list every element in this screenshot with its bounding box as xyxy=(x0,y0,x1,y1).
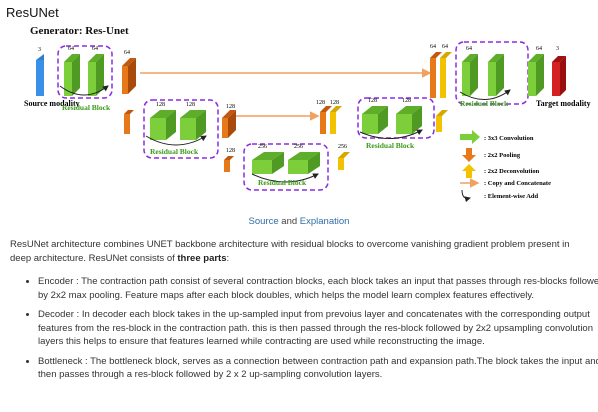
decoder-level-2 xyxy=(320,106,448,140)
channel-label: 256 xyxy=(338,144,347,150)
channel-label: 128 xyxy=(226,104,235,110)
channel-label: 3 xyxy=(556,46,559,52)
residual-block-label: Residual Block xyxy=(460,99,509,108)
explanation-link[interactable]: Explanation xyxy=(299,216,350,227)
channel-label: 128 xyxy=(402,98,411,104)
bottleneck xyxy=(224,152,350,183)
residual-block-label: Residual Block xyxy=(258,178,307,187)
list-item-encoder: Encoder : The contraction path consist o… xyxy=(38,275,598,302)
target-modality-label: Target modality xyxy=(536,99,591,108)
deconv-arrow-icon xyxy=(462,164,476,178)
residual-block-label: Residual Block xyxy=(62,103,111,112)
residual-block-box xyxy=(143,99,219,159)
channel-label: 128 xyxy=(226,148,235,154)
source-modality-label: Source modality xyxy=(24,99,80,108)
residual-block-box xyxy=(243,143,329,191)
channel-label: 128 xyxy=(186,102,195,108)
encoder-level-2 xyxy=(124,110,236,146)
residual-block-label: Residual Block xyxy=(366,141,415,150)
list-item-bottleneck: Bottleneck : The bottleneck block, serve… xyxy=(38,355,598,382)
add-arrow-icon xyxy=(461,189,471,203)
residual-block-label: Residual Block xyxy=(150,147,199,156)
decoder-level-1 xyxy=(430,52,566,100)
page-title: ResUNet xyxy=(6,5,59,20)
source-and-text: and xyxy=(281,216,298,227)
channel-label: 64 xyxy=(124,50,130,56)
channel-label: 64 xyxy=(536,46,542,52)
intro-bold: three parts xyxy=(177,253,227,264)
channel-label: 64 xyxy=(68,46,74,52)
channel-label: 64 xyxy=(442,44,448,50)
resunet-diagram: Generator: Res-Unet 3 Source modality 64… xyxy=(0,18,598,214)
intro-text: ResUNet architecture combines UNET backb… xyxy=(10,239,570,264)
conv-arrow-icon xyxy=(460,130,480,144)
legend-label: : Element-wise Add xyxy=(484,193,539,200)
pooling-arrow-icon xyxy=(462,148,476,162)
legend-label: : 3x3 Convolution xyxy=(484,135,534,142)
channel-label: 128 xyxy=(330,100,339,106)
channel-label: 64 xyxy=(430,44,436,50)
intro-colon: : xyxy=(226,253,230,264)
channel-label: 128 xyxy=(368,98,377,104)
encoder-level-1 xyxy=(59,54,136,96)
residual-block-box xyxy=(57,45,113,99)
legend-label: : 2x2 Pooling xyxy=(484,152,521,159)
list-item-decoder: Decoder : In decoder each block takes in… xyxy=(38,308,598,349)
legend-label: : 2x2 Deconvolution xyxy=(484,168,540,175)
intro-paragraph: ResUNet architecture combines UNET backb… xyxy=(10,238,588,266)
diagram-title: Generator: Res-Unet xyxy=(30,25,129,37)
legend-label: : Copy and Concatenate xyxy=(484,180,551,187)
channel-label: 64 xyxy=(92,46,98,52)
channel-label: 128 xyxy=(316,100,325,106)
channel-label: 128 xyxy=(156,102,165,108)
legend: : 3x3 Convolution : 2x2 Pooling : 2x2 De… xyxy=(460,130,551,203)
source-link[interactable]: Source xyxy=(248,216,279,227)
channel-label: 64 xyxy=(466,46,472,52)
channel-label: 256 xyxy=(258,144,267,150)
channel-label: 3 xyxy=(38,47,41,53)
channel-label: 256 xyxy=(294,144,303,150)
source-line: Source and Explanation xyxy=(0,216,598,227)
parts-list: Encoder : The contraction path consist o… xyxy=(10,275,598,388)
